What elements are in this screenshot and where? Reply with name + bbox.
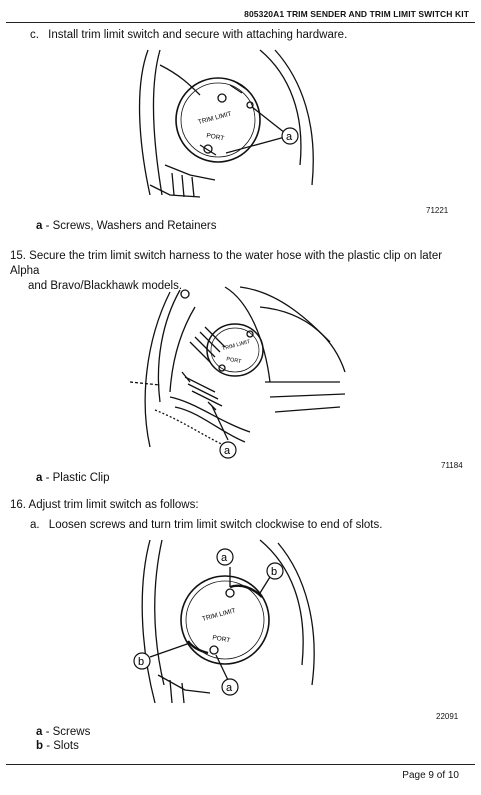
step-c-marker: c.: [30, 29, 39, 41]
figure-1-legend-key: a: [36, 220, 43, 232]
step-c: c. Install trim limit switch and secure …: [30, 28, 347, 43]
figure-3-legend-text-a: - Screws: [45, 726, 91, 738]
step-16a: a. Loosen screws and turn trim limit swi…: [30, 518, 382, 533]
figure-3-callout-a-top: a: [221, 552, 228, 564]
figure-3-callout-b-left: b: [138, 656, 144, 668]
document-header-title: 805320A1 TRIM SENDER AND TRIM LIMIT SWIT…: [244, 9, 469, 19]
figure-1-switch-label-1: TRIM LIMIT: [197, 110, 232, 126]
figure-1-legend-item: a - Screws, Washers and Retainers: [36, 220, 216, 232]
figure-3-legend-item-b: b - Slots: [36, 740, 79, 752]
figure-3-legend-item-a: a - Screws: [36, 726, 90, 738]
figure-2-number: 71184: [441, 461, 463, 470]
figure-3-legend-key-a: a: [36, 726, 43, 738]
figure-2-legend-key: a: [36, 472, 43, 484]
step-15-line-2: and Bravo/Blackhawk models.: [28, 280, 183, 292]
figure-1-switch-label-2: PORT: [206, 132, 225, 142]
figure-1-legend-text: - Screws, Washers and Retainers: [45, 220, 217, 232]
step-16a-text: Loosen screws and turn trim limit switch…: [48, 519, 383, 531]
figure-2-legend-item: a - Plastic Clip: [36, 472, 110, 484]
page-number: Page 9 of 10: [402, 770, 459, 781]
figure-3-callout-a-bottom: a: [226, 682, 233, 694]
step-16: 16. Adjust trim limit switch as follows:: [10, 499, 199, 511]
figure-3-switch-label-2: PORT: [212, 634, 231, 644]
figure-3-callout-a-bottom-circle: [221, 678, 239, 696]
figure-3-callout-b-right-circle: [266, 562, 284, 580]
figure-1-illustration: TRIM LIMIT PORT a: [138, 49, 314, 198]
figure-3-switch-label-1: TRIM LIMIT: [201, 607, 236, 623]
figure-3-legend-text-b: - Slots: [46, 740, 79, 752]
figure-2-switch-label-2: PORT: [226, 356, 243, 365]
figure-3-illustration: TRIM LIMIT PORT a a b b: [133, 539, 315, 704]
figure-1-callout-circle: [281, 127, 299, 145]
step-15: 15. Secure the trim limit switch harness…: [10, 249, 472, 294]
figure-1-number: 71221: [426, 206, 449, 215]
figure-2-callout-a: a: [224, 445, 231, 457]
figure-2-legend-text: - Plastic Clip: [45, 472, 110, 484]
figure-1-callout-a: a: [286, 131, 293, 143]
figure-2-illustration: TRIM LIMIT PORT a: [129, 286, 346, 459]
figure-3-callout-b-left-circle: [133, 652, 151, 670]
figure-2-switch-label-1: TRIM LIMIT: [221, 339, 251, 352]
step-15-line-1: 15. Secure the trim limit switch harness…: [10, 250, 443, 277]
header-rule: [6, 22, 475, 23]
figure-2-callout-circle: [219, 441, 237, 459]
figure-3-number: 22091: [436, 712, 459, 721]
figure-3-callout-b-right: b: [271, 566, 277, 578]
footer-rule: [6, 764, 475, 765]
figure-3-callout-a-top-circle: [216, 548, 234, 566]
step-c-text: Install trim limit switch and secure wit…: [48, 29, 348, 41]
step-16a-marker: a.: [30, 519, 40, 531]
figure-3-legend-key-b: b: [36, 740, 44, 752]
